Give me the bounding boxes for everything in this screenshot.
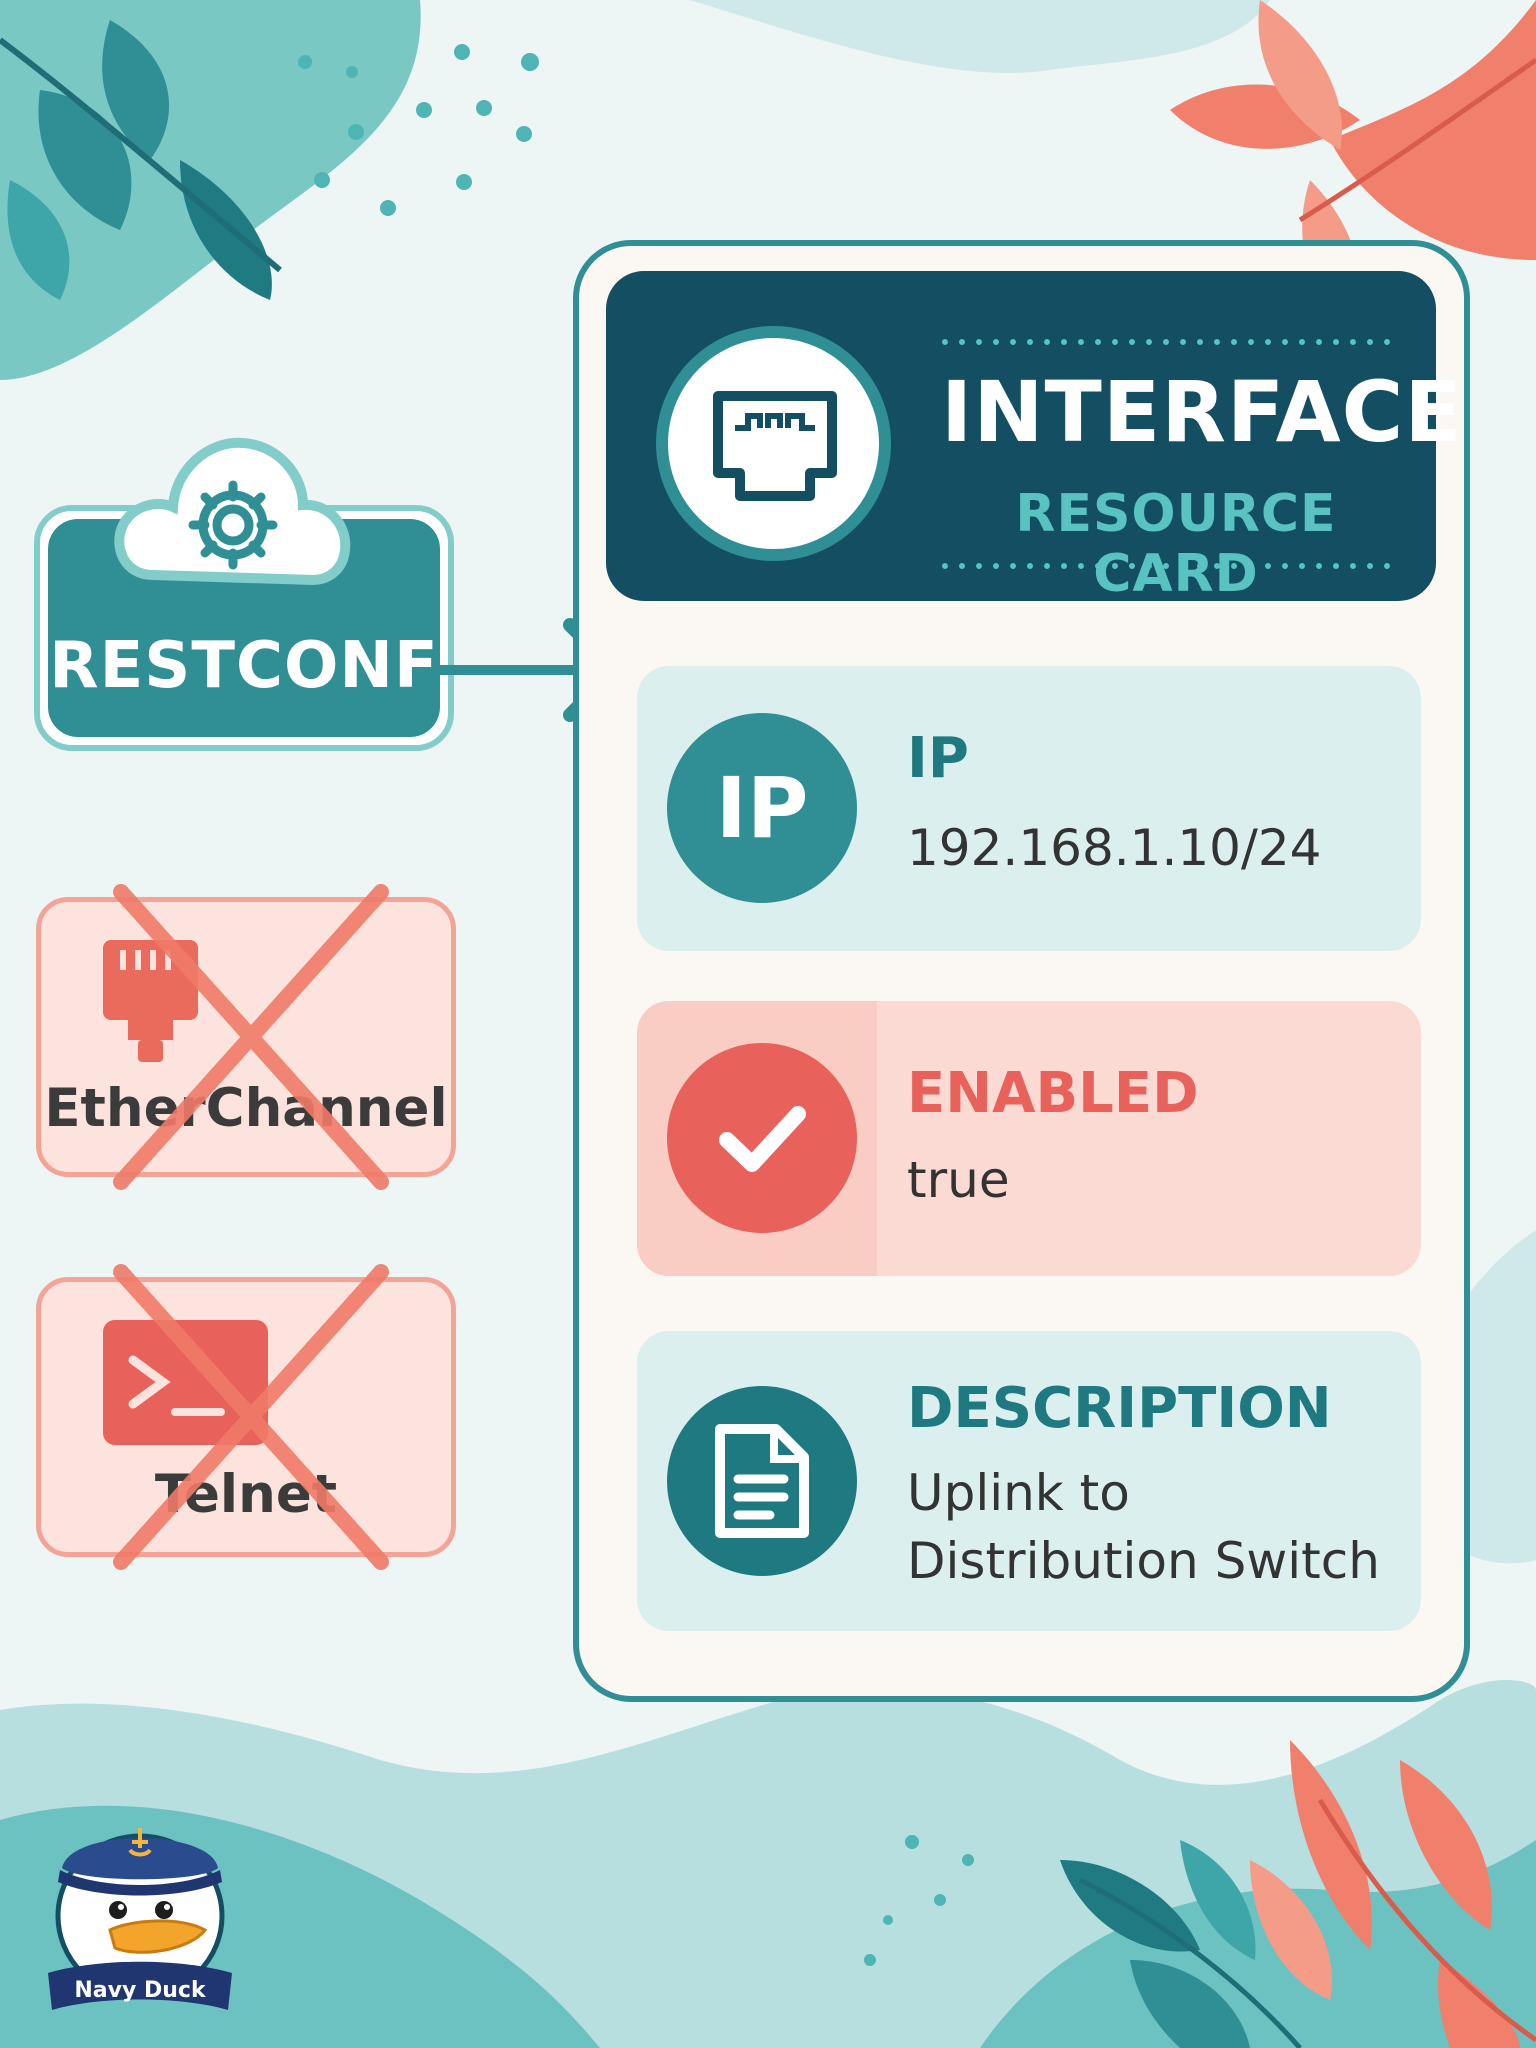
description-line-2: Distribution Switch (907, 1532, 1380, 1590)
restconf-box: RESTCONF (34, 505, 454, 751)
ip-badge-label: IP (715, 759, 809, 857)
enabled-field-row: ENABLED true (637, 1001, 1421, 1276)
ip-value: 192.168.1.10/24 (907, 819, 1322, 877)
restconf-label: RESTCONF (49, 629, 439, 703)
document-badge (667, 1386, 857, 1576)
description-key: DESCRIPTION (907, 1376, 1332, 1441)
ip-badge: IP (667, 713, 857, 903)
card-subtitle: RESOURCE CARD (1015, 484, 1337, 604)
etherchannel-label: EtherChannel (44, 1078, 448, 1139)
terminal-icon (103, 1320, 268, 1445)
card-title: INTERFACE (941, 363, 1463, 461)
description-field-row: DESCRIPTION Uplink to Distribution Switc… (637, 1331, 1421, 1631)
description-value: Uplink to Distribution Switch (907, 1459, 1407, 1595)
mascot-label: Navy Duck (74, 1978, 207, 2003)
dotted-divider (942, 563, 1403, 569)
document-icon (715, 1424, 809, 1538)
description-line-1: Uplink to (907, 1464, 1130, 1522)
ip-key: IP (907, 726, 969, 791)
etherchannel-option: EtherChannel (36, 884, 456, 1190)
cross-icon (113, 884, 389, 1190)
dotted-divider (942, 339, 1403, 345)
checkmark-icon (719, 1106, 806, 1172)
enabled-value: true (907, 1151, 1010, 1209)
telnet-option: Telnet (36, 1264, 456, 1570)
cross-icon (113, 1264, 389, 1570)
enabled-key: ENABLED (907, 1061, 1199, 1126)
ethernet-port-icon (713, 391, 837, 501)
cloud-gear-icon (114, 437, 351, 586)
ip-field-row: IP IP 192.168.1.10/24 (637, 666, 1421, 951)
restconf-panel: RESTCONF (48, 519, 440, 737)
check-badge (667, 1043, 857, 1233)
ethernet-port-badge (656, 326, 891, 561)
interface-resource-card: INTERFACE RESOURCE CARD IP IP 192.168.1.… (573, 240, 1470, 1702)
navy-duck-logo: Navy Duck (48, 1828, 232, 2010)
card-header: INTERFACE RESOURCE CARD (606, 271, 1463, 604)
